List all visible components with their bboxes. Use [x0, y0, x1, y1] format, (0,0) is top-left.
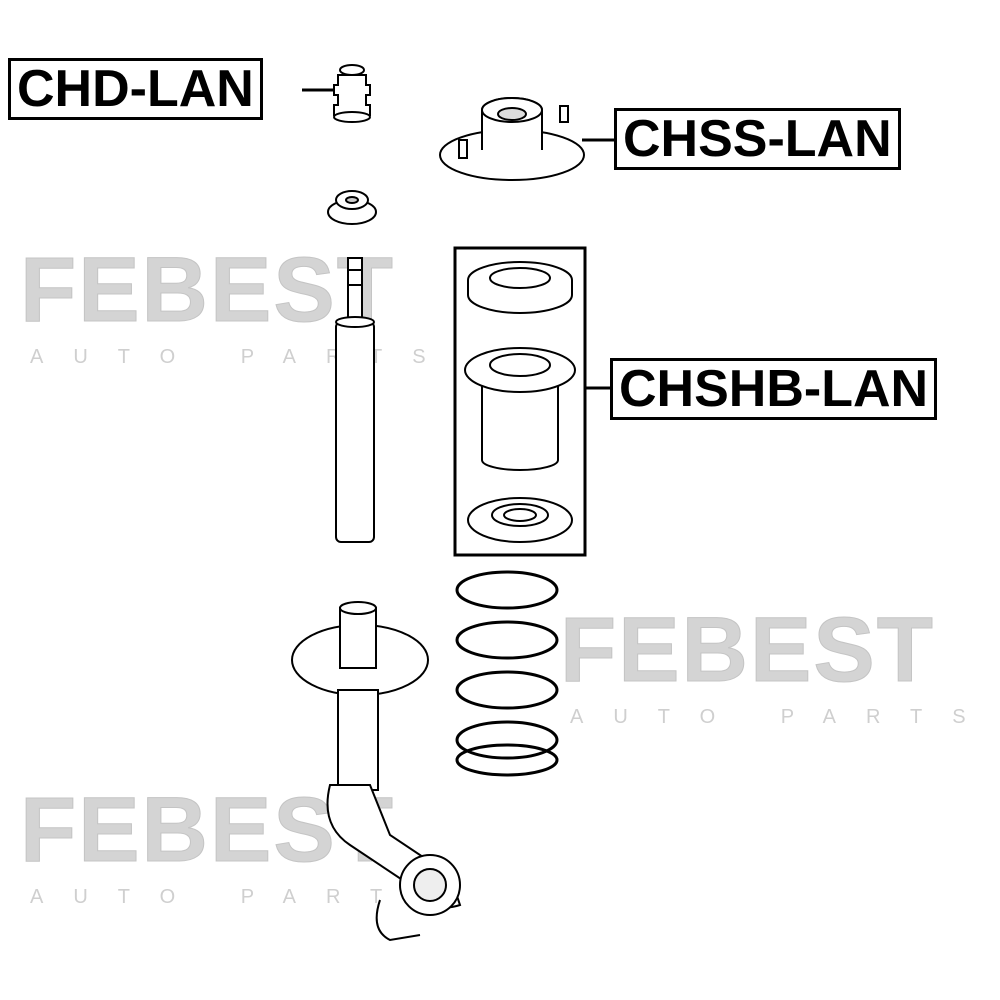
kit-box [453, 246, 587, 557]
bearing-cap-part [467, 261, 573, 314]
boot-part [464, 347, 576, 471]
strut-mount-part [439, 97, 585, 181]
spring-seat-part [467, 497, 573, 543]
dust-cap-part [327, 190, 377, 225]
shock-absorber-part [335, 257, 375, 543]
part-label-strut-mount: CHSS-LAN [614, 108, 901, 170]
bump-stop-part [333, 64, 371, 123]
strut-assembly-part [291, 601, 462, 942]
part-label-bump-stop: CHD-LAN [8, 58, 263, 120]
part-label-boot-kit: CHSHB-LAN [610, 358, 938, 420]
coil-spring-part [455, 570, 559, 777]
